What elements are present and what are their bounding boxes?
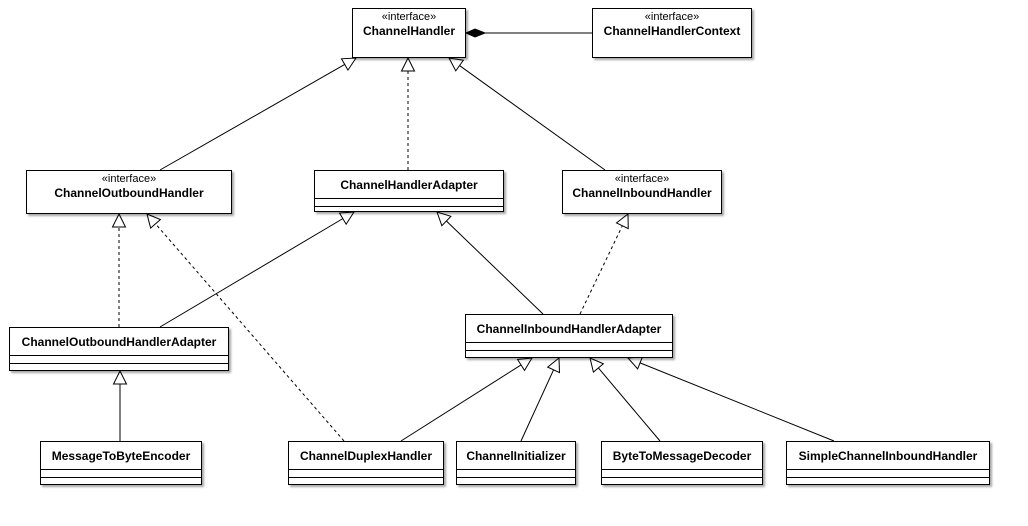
- simple-to-inbound-adapter-line: [639, 362, 835, 442]
- operations-compartment: [41, 477, 201, 484]
- stereotype-label: «interface»: [381, 11, 437, 23]
- attributes-compartment: [602, 469, 762, 477]
- decoder-to-inbound-adapter-arrowhead: [589, 357, 605, 374]
- class-name: ChannelInboundHandlerAdapter: [476, 322, 662, 336]
- outbound-adapter-to-adapter-line: [159, 218, 344, 328]
- class-name: SimpleChannelInboundHandler: [798, 449, 978, 463]
- class-channel-handler-context[interactable]: «interface» ChannelHandlerContext: [592, 8, 752, 58]
- operations-compartment: [289, 477, 443, 484]
- inbound-adapter-to-inbound-line: [579, 225, 623, 315]
- outbound-to-handler-arrowhead: [340, 57, 357, 72]
- operations-compartment: [457, 477, 575, 484]
- attributes-compartment: [466, 342, 672, 350]
- class-channel-outbound-handler-adapter[interactable]: ChannelOutboundHandlerAdapter: [9, 327, 229, 371]
- stereotype-label: «interface»: [101, 173, 157, 185]
- class-channel-initializer[interactable]: ChannelInitializer: [456, 441, 576, 485]
- outbound-to-handler-line: [159, 64, 345, 171]
- class-channel-inbound-handler-adapter[interactable]: ChannelInboundHandlerAdapter: [465, 314, 673, 358]
- decoder-to-inbound-adapter-line: [597, 367, 661, 442]
- inbound-to-handler-arrowhead: [448, 57, 465, 72]
- inbound-adapter-to-adapter-arrowhead: [436, 211, 452, 227]
- inbound-adapter-to-adapter-line: [446, 220, 544, 315]
- attributes-compartment: [289, 469, 443, 477]
- class-name: ChannelHandler: [362, 24, 455, 38]
- simple-to-inbound-adapter-arrowhead: [626, 356, 644, 370]
- class-channel-inbound-handler[interactable]: «interface» ChannelInboundHandler: [562, 170, 722, 214]
- initializer-to-inbound-adapter-arrowhead: [546, 356, 561, 374]
- outbound-adapter-to-outbound-arrowhead: [111, 212, 127, 228]
- class-simple-channel-inbound-handler[interactable]: SimpleChannelInboundHandler: [786, 441, 990, 485]
- adapter-to-handler-arrowhead: [400, 56, 416, 72]
- class-channel-duplex-handler[interactable]: ChannelDuplexHandler: [288, 441, 444, 485]
- class-name: ChannelInboundHandler: [572, 186, 712, 200]
- encoder-to-outbound-adapter-arrowhead: [112, 369, 128, 385]
- duplex-to-outbound-arrowhead: [146, 213, 162, 229]
- class-name: ChannelOutboundHandler: [54, 186, 204, 200]
- attributes-compartment: [457, 469, 575, 477]
- operations-compartment: [466, 350, 672, 357]
- attributes-compartment: [10, 355, 228, 363]
- attributes-compartment: [787, 469, 989, 477]
- duplex-to-inbound-adapter-arrowhead: [516, 357, 533, 372]
- outbound-adapter-to-adapter-arrowhead: [338, 211, 355, 226]
- class-name: ChannelHandlerContext: [603, 24, 741, 38]
- class-name: ChannelInitializer: [466, 449, 566, 463]
- attributes-compartment: [41, 469, 201, 477]
- stereotype-label: «interface»: [614, 173, 670, 185]
- class-name: ChannelOutboundHandlerAdapter: [21, 335, 217, 349]
- inbound-to-handler-line: [459, 65, 606, 171]
- attributes-compartment: [315, 198, 503, 206]
- operations-compartment: [602, 477, 762, 484]
- operations-compartment: [10, 363, 228, 370]
- stereotype-label: «interface»: [644, 11, 700, 23]
- class-name: ByteToMessageDecoder: [612, 449, 752, 463]
- initializer-to-inbound-adapter-line: [520, 369, 555, 442]
- operations-compartment: [787, 477, 989, 484]
- duplex-to-inbound-adapter-line: [400, 364, 522, 442]
- composition-diamond: [464, 28, 487, 38]
- class-name: MessageToByteEncoder: [51, 449, 191, 463]
- class-channel-handler[interactable]: «interface» ChannelHandler: [352, 8, 466, 58]
- class-name: ChannelDuplexHandler: [299, 449, 433, 463]
- class-message-to-byte-encoder[interactable]: MessageToByteEncoder: [40, 441, 202, 485]
- class-channel-handler-adapter[interactable]: ChannelHandlerAdapter: [314, 170, 504, 212]
- class-name: ChannelHandlerAdapter: [340, 178, 478, 192]
- operations-compartment: [315, 206, 503, 213]
- inbound-adapter-to-inbound-arrowhead: [615, 212, 629, 230]
- class-channel-outbound-handler[interactable]: «interface» ChannelOutboundHandler: [26, 170, 232, 214]
- class-byte-to-message-decoder[interactable]: ByteToMessageDecoder: [601, 441, 763, 485]
